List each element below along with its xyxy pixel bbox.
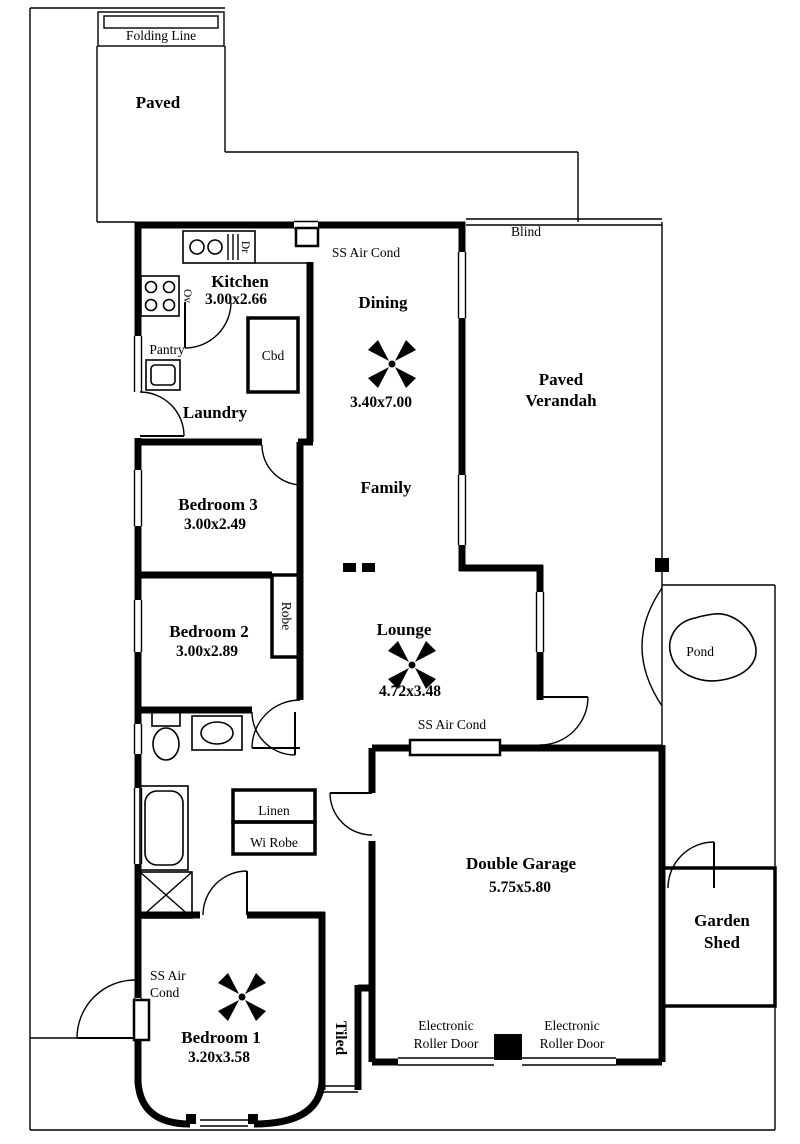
- laundry-tub-icon: [145, 359, 181, 391]
- garage-label: Double Garage: [466, 854, 576, 873]
- garden-shed-outline: [660, 866, 777, 1008]
- bedroom1-label: Bedroom 1: [181, 1028, 261, 1047]
- oven-icon: [182, 230, 256, 264]
- roller-door-right-label-line2: Roller Door: [540, 1036, 605, 1051]
- verandah-post: [655, 558, 669, 572]
- cooktop-icon: [140, 275, 180, 317]
- wi-robe-label: Wi Robe: [250, 835, 298, 850]
- pond-fence-curve: [641, 587, 663, 707]
- family-label: Family: [361, 478, 412, 497]
- aircon-unit-icon: [408, 738, 502, 757]
- bedroom1-dims: 3.20x3.58: [188, 1049, 250, 1066]
- cbd-closet: [246, 316, 300, 394]
- bedroom2-label: Bedroom 2: [169, 622, 249, 641]
- bathtub-icon: [139, 785, 189, 871]
- bedroom3-dims: 3.00x2.49: [184, 516, 246, 533]
- garden-shed-label-line2: Shed: [704, 933, 740, 952]
- garden-gate-arc: [76, 979, 136, 1039]
- bay-window-curve-right: [253, 1081, 326, 1128]
- garden-shed-label-line1: Garden: [694, 911, 750, 930]
- bedroom3-label: Bedroom 3: [178, 495, 258, 514]
- lounge-dims: 4.72x3.48: [379, 683, 441, 700]
- basin-icon: [191, 715, 243, 751]
- paved-courtyard-label: Paved: [136, 93, 181, 112]
- roller-door-right-line: [522, 1057, 616, 1066]
- dining-family-dims: 3.40x7.00: [350, 394, 412, 411]
- robe-label: Robe: [279, 602, 294, 631]
- site-boundary: [29, 7, 776, 1131]
- wall-stub: [362, 563, 375, 572]
- aircon-unit-icon: [294, 226, 320, 248]
- tiled-label: Tiled: [332, 1021, 349, 1056]
- roller-door-left-label-line1: Electronic: [418, 1018, 473, 1033]
- folding-line-box: [97, 11, 225, 47]
- verandah-label-line2: Verandah: [525, 391, 597, 410]
- roller-door-left-label-line2: Roller Door: [414, 1036, 479, 1051]
- toilet-icon: [151, 711, 181, 761]
- bay-pier: [248, 1114, 258, 1124]
- aircon-bed1-label-line1: SS Air: [150, 968, 186, 983]
- pond-shape: [669, 613, 757, 682]
- aircon-unit-icon: [132, 998, 151, 1042]
- roller-door-right-label-line1: Electronic: [544, 1018, 599, 1033]
- ceiling-fan-icon: [388, 641, 436, 689]
- ceiling-fan-icon: [218, 973, 266, 1021]
- bay-window-glass: [200, 1119, 248, 1127]
- bedroom2-dims: 3.00x2.89: [176, 643, 238, 660]
- shower-icon: [139, 871, 193, 919]
- laundry-label: Laundry: [183, 403, 248, 422]
- ov-label: Ov: [181, 289, 193, 303]
- shed-door-arc: [667, 841, 715, 889]
- aircon-dining-label: SS Air Cond: [332, 245, 401, 260]
- labels: Folding Line Paved Blind Kitchen 3.00x2.…: [126, 28, 750, 1066]
- verandah-label-line1: Paved: [539, 370, 584, 389]
- ceiling-fan-icon: [368, 340, 416, 388]
- wall-stub: [343, 563, 356, 572]
- fixtures: [132, 226, 757, 1042]
- garage-dims: 5.75x5.80: [489, 879, 551, 896]
- dr-label: Dr: [239, 241, 251, 253]
- front-door-threshold: [322, 1085, 358, 1093]
- kitchen-label: Kitchen: [211, 272, 269, 291]
- aircon-bed1-label-line2: Cond: [150, 985, 180, 1000]
- folding-line-label: Folding Line: [126, 28, 196, 43]
- robe-closet: [270, 573, 302, 659]
- closets: [231, 316, 777, 1008]
- kitchen-dims: 3.00x2.66: [205, 291, 267, 308]
- lounge-label: Lounge: [377, 620, 432, 639]
- doors: [76, 301, 715, 1039]
- dining-label: Dining: [358, 293, 408, 312]
- pond-label: Pond: [686, 644, 714, 659]
- cbd-label: Cbd: [262, 348, 285, 363]
- aircon-lounge-label: SS Air Cond: [418, 717, 487, 732]
- linen-label: Linen: [258, 803, 290, 818]
- folding-line-inner-box: [103, 15, 219, 29]
- bay-pier: [186, 1114, 196, 1124]
- blind-label: Blind: [511, 224, 541, 239]
- garage-pier: [494, 1034, 522, 1060]
- roller-door-left-line: [398, 1057, 494, 1066]
- pantry-label: Pantry: [149, 342, 184, 357]
- wi-robe-closet: [231, 820, 317, 856]
- bay-window-curve-left: [134, 1081, 191, 1128]
